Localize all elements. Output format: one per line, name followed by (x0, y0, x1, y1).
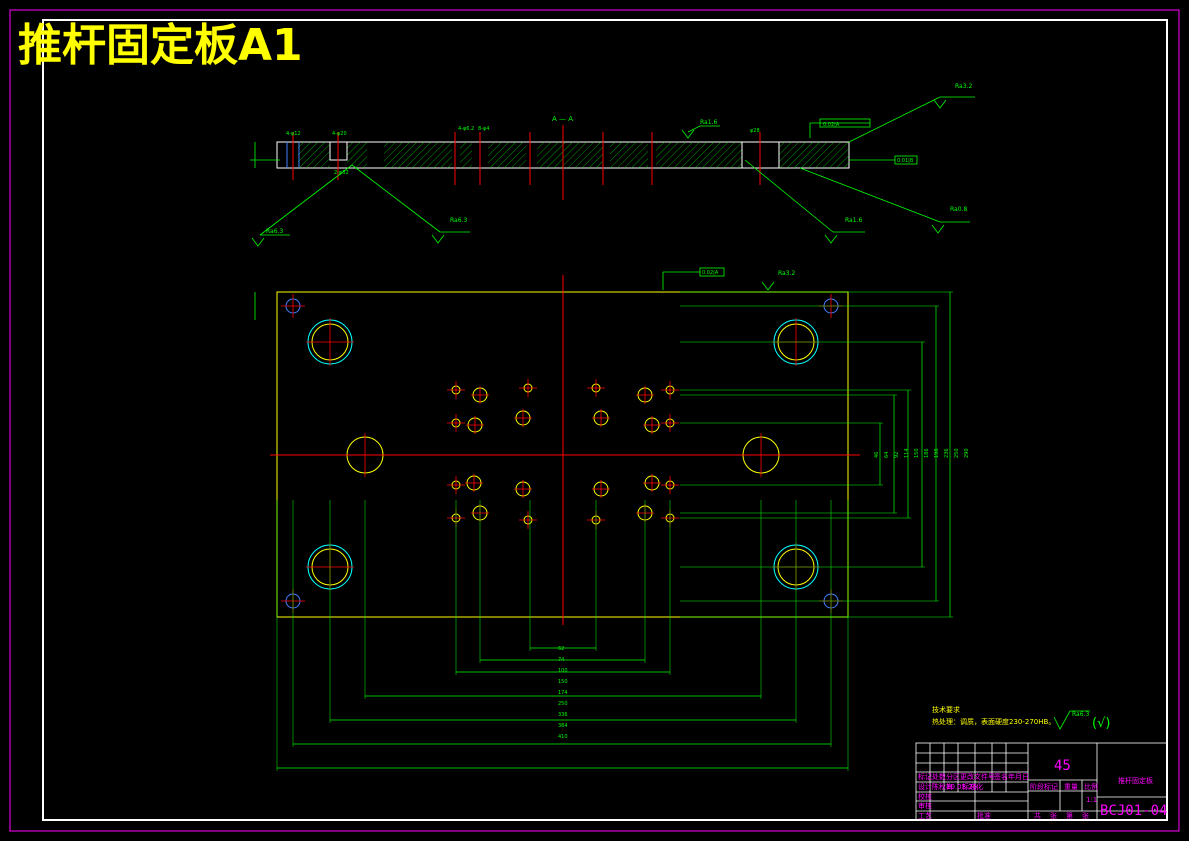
tb-header-1: 标记 (918, 772, 932, 781)
drawing-title: 推杆固定板A1 (18, 20, 303, 71)
roughness-top-right: Ra3.2 (955, 83, 972, 90)
section-hatch-6 (537, 142, 603, 168)
section-hatch-2 (347, 142, 367, 168)
roughness-other: (√) (1092, 716, 1110, 731)
sheet-border-outer (9, 9, 1180, 832)
section-hatch-7 (610, 142, 648, 168)
tb-row-review: 审核 (918, 801, 932, 810)
tb-header-6: 年月日 (1008, 772, 1029, 781)
dim-label-right: 198 (934, 448, 940, 458)
tolerance-frame-section-right (894, 155, 918, 165)
dim-label-right: 250 (954, 448, 960, 458)
dim-label-bottom: 174 (558, 690, 568, 696)
roughness-bottom-left: Ra6.3 (266, 228, 283, 235)
section-dim-2: 4-φ20 (332, 131, 347, 137)
dim-label-right: 186 (924, 448, 930, 458)
section-dim-3: 4-φ6.2 (458, 126, 474, 132)
dim-label-right: 236 (944, 448, 950, 458)
tolerance-frame-section-right-text: 0.01|B (897, 158, 914, 164)
dim-label-bottom: 150 (558, 679, 568, 685)
dim-label-right: 290 (964, 448, 970, 458)
plan-view: 0.02|A Ra3.2 62 74 100 150 174 250 336 384 410 46… (254, 267, 970, 771)
tb-sheet-2: 张 (1050, 811, 1057, 820)
tb-sheet-3: 第 (1066, 811, 1073, 820)
section-hatch-9 (779, 142, 849, 168)
tolerance-frame-section-top-text: 0.02|A (823, 122, 840, 128)
tb-design-label: 设计 (918, 782, 932, 791)
tb-design-date: 10.05.25 (946, 783, 977, 791)
tb-stage-1: 阶段标记 (1030, 782, 1058, 791)
title-block (915, 742, 1168, 821)
tb-stage-3: 比例 (1084, 782, 1098, 791)
title-block-drawing-no: BCJ01-04 (1100, 803, 1167, 819)
tech-line1: 热处理：调质，表面硬度230-270HB。 (932, 717, 1055, 726)
title-block-scale: 1:1 (1086, 796, 1097, 804)
roughness-general: Ra6.3 (1072, 711, 1089, 718)
tb-design-std: 标准化 (962, 782, 983, 791)
plan-dimension-lines: 62 74 100 150 174 250 336 384 410 46 64 92 114 150 186… (276, 291, 970, 771)
dim-label-right: 92 (894, 452, 900, 458)
roughness-mid-right: Ra1.6 (845, 217, 862, 224)
tb-sheet-4: 张 (1082, 811, 1089, 820)
roughness-top-mid: Ra1.6 (700, 119, 717, 126)
tb-header-2: 处数 (932, 772, 946, 781)
section-hatch-4 (460, 142, 472, 168)
dim-label-bottom: 384 (558, 723, 568, 729)
section-hatch-1 (298, 142, 330, 168)
tb-header-5: 签名 (994, 772, 1008, 781)
rough-general-symbol (1053, 710, 1090, 730)
tb-header-3: 分区 (946, 772, 960, 781)
section-dim-6: 2-φ32 (334, 170, 349, 176)
section-hatch-5 (488, 142, 526, 168)
section-hatch-3 (384, 142, 452, 168)
dim-label-bottom: 62 (558, 646, 564, 652)
tb-header-4: 更改文件号 (960, 772, 995, 781)
dim-label-right: 114 (904, 448, 910, 458)
dim-label-bottom: 410 (558, 734, 568, 740)
dim-label-bottom: 74 (558, 657, 564, 663)
tb-row-check: 校核 (918, 792, 932, 801)
dim-label-bottom: 100 (558, 668, 568, 674)
drawing-frame (42, 19, 1168, 821)
section-dim-5: φ28 (750, 128, 760, 134)
roughness-mid-left: Ra6.3 (450, 217, 467, 224)
tolerance-frame-plan-top (699, 267, 725, 277)
tb-design-name: 陈秋梅 (932, 782, 953, 791)
tb-sheet-1: 共 (1034, 811, 1041, 820)
tb-row-process: 工艺 (918, 812, 932, 820)
dim-label-bottom: 250 (558, 701, 568, 707)
tolerance-frame-section-top (819, 118, 871, 128)
tech-heading: 技术要求 (932, 705, 960, 714)
dim-label-right: 46 (874, 452, 880, 458)
tolerance-frame-plan-top-text: 0.02|A (702, 270, 719, 276)
section-hatch-8 (656, 142, 742, 168)
section-view: A — A (250, 83, 975, 247)
title-block-material: 45 (1054, 758, 1071, 774)
dim-label-right: 150 (914, 448, 920, 458)
dim-label-right: 64 (884, 452, 890, 458)
roughness-right-lower: Ra0.8 (950, 206, 967, 213)
tb-stage-2: 重量 (1064, 783, 1078, 791)
roughness-plan: Ra3.2 (778, 270, 795, 277)
tb-approve: 批准 (977, 811, 991, 820)
title-block-part-name: 推杆固定板 (1118, 776, 1153, 785)
section-label: A — A (552, 115, 573, 123)
tech-requirements: 技术要求 热处理：调质，表面硬度230-270HB。 Ra6.3 (√) (932, 705, 1110, 731)
dim-label-bottom: 336 (558, 712, 568, 718)
section-dim-4: 8-φ4 (478, 126, 489, 132)
section-dim-1: 4-φ12 (286, 131, 301, 137)
